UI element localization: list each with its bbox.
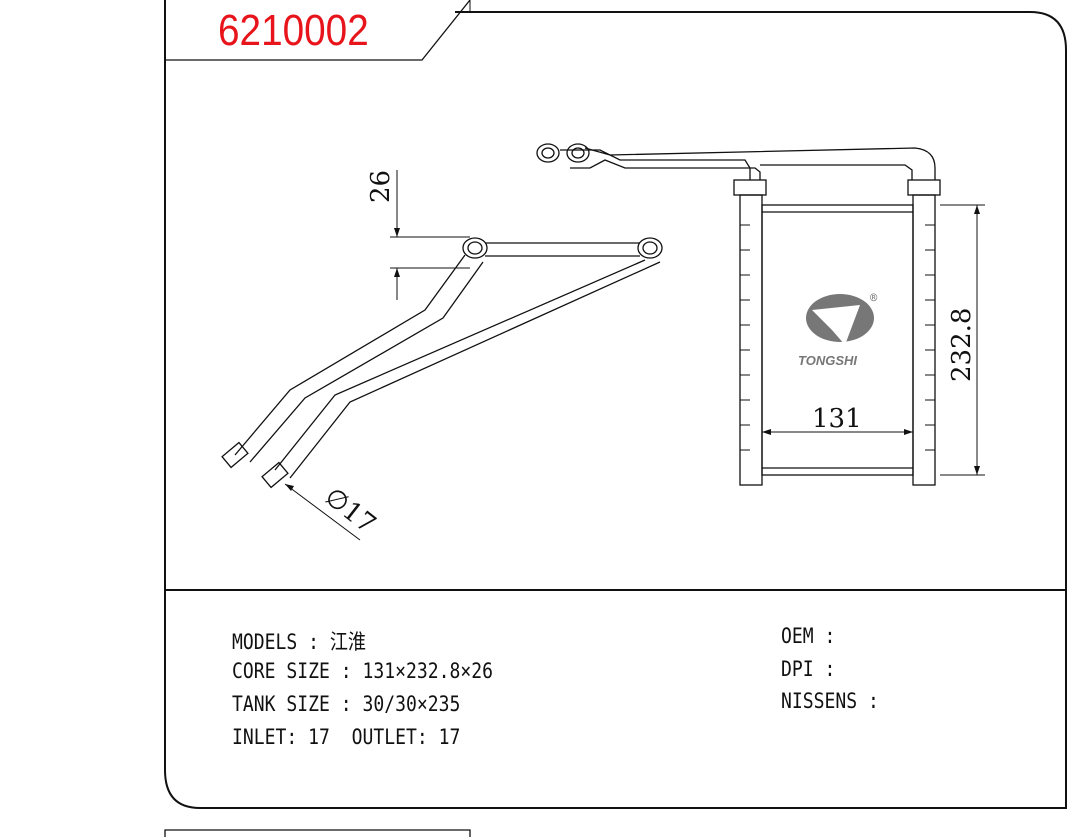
dim-width-label: 131 <box>812 404 862 434</box>
dim-thickness-label: 26 <box>366 170 396 203</box>
logo-text: TONGSHI <box>798 353 857 368</box>
spec-core-size: CORE SIZE : 131×232.8×26 <box>232 659 493 683</box>
registered-mark: ® <box>870 291 878 305</box>
spec-tank-size: TANK SIZE : 30/30×235 <box>232 692 461 716</box>
dim-pipe-label: ∅17 <box>319 482 381 540</box>
title-tab <box>165 0 471 61</box>
radiator-side-view <box>221 237 663 489</box>
sheet-frame <box>164 0 1067 809</box>
spec-dpi: DPI : <box>781 657 836 681</box>
radiator-front-view <box>536 143 941 486</box>
dimension-lines <box>284 170 985 541</box>
spec-oem: OEM : <box>781 624 836 648</box>
part-number: 6210002 <box>218 6 369 55</box>
bottom-box <box>164 829 471 837</box>
spec-inlet-outlet: INLET: 17 OUTLET: 17 <box>232 725 461 749</box>
spec-models: MODELS : 江淮 <box>232 630 366 654</box>
tongshi-logo: ® TONGSHI <box>798 291 878 368</box>
dim-height-label: 232.8 <box>947 308 977 382</box>
spec-nissens: NISSENS : <box>781 689 879 713</box>
